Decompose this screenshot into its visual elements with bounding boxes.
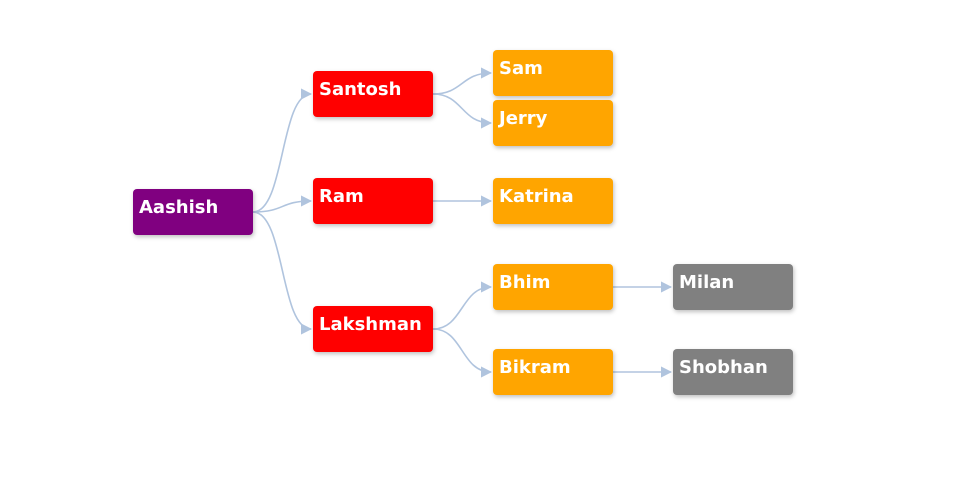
edge-aashish-santosh (252, 88, 313, 213)
edge-santosh-sam (432, 67, 493, 95)
node-milan[interactable]: Milan (673, 264, 793, 310)
node-ram[interactable]: Ram (313, 178, 433, 224)
edge-santosh-jerry (432, 93, 493, 129)
node-santosh[interactable]: Santosh (313, 71, 433, 117)
node-aashish[interactable]: Aashish (133, 189, 253, 235)
node-shobhan[interactable]: Shobhan (673, 349, 793, 395)
node-bhim[interactable]: Bhim (493, 264, 613, 310)
node-lakshman[interactable]: Lakshman (313, 306, 433, 352)
edge-lakshman-bikram (432, 328, 493, 378)
node-katrina[interactable]: Katrina (493, 178, 613, 224)
node-jerry[interactable]: Jerry (493, 100, 613, 146)
edge-aashish-lakshman (252, 211, 313, 335)
node-sam[interactable]: Sam (493, 50, 613, 96)
edge-aashish-ram (252, 195, 313, 213)
edge-lakshman-bhim (432, 281, 493, 330)
node-bikram[interactable]: Bikram (493, 349, 613, 395)
